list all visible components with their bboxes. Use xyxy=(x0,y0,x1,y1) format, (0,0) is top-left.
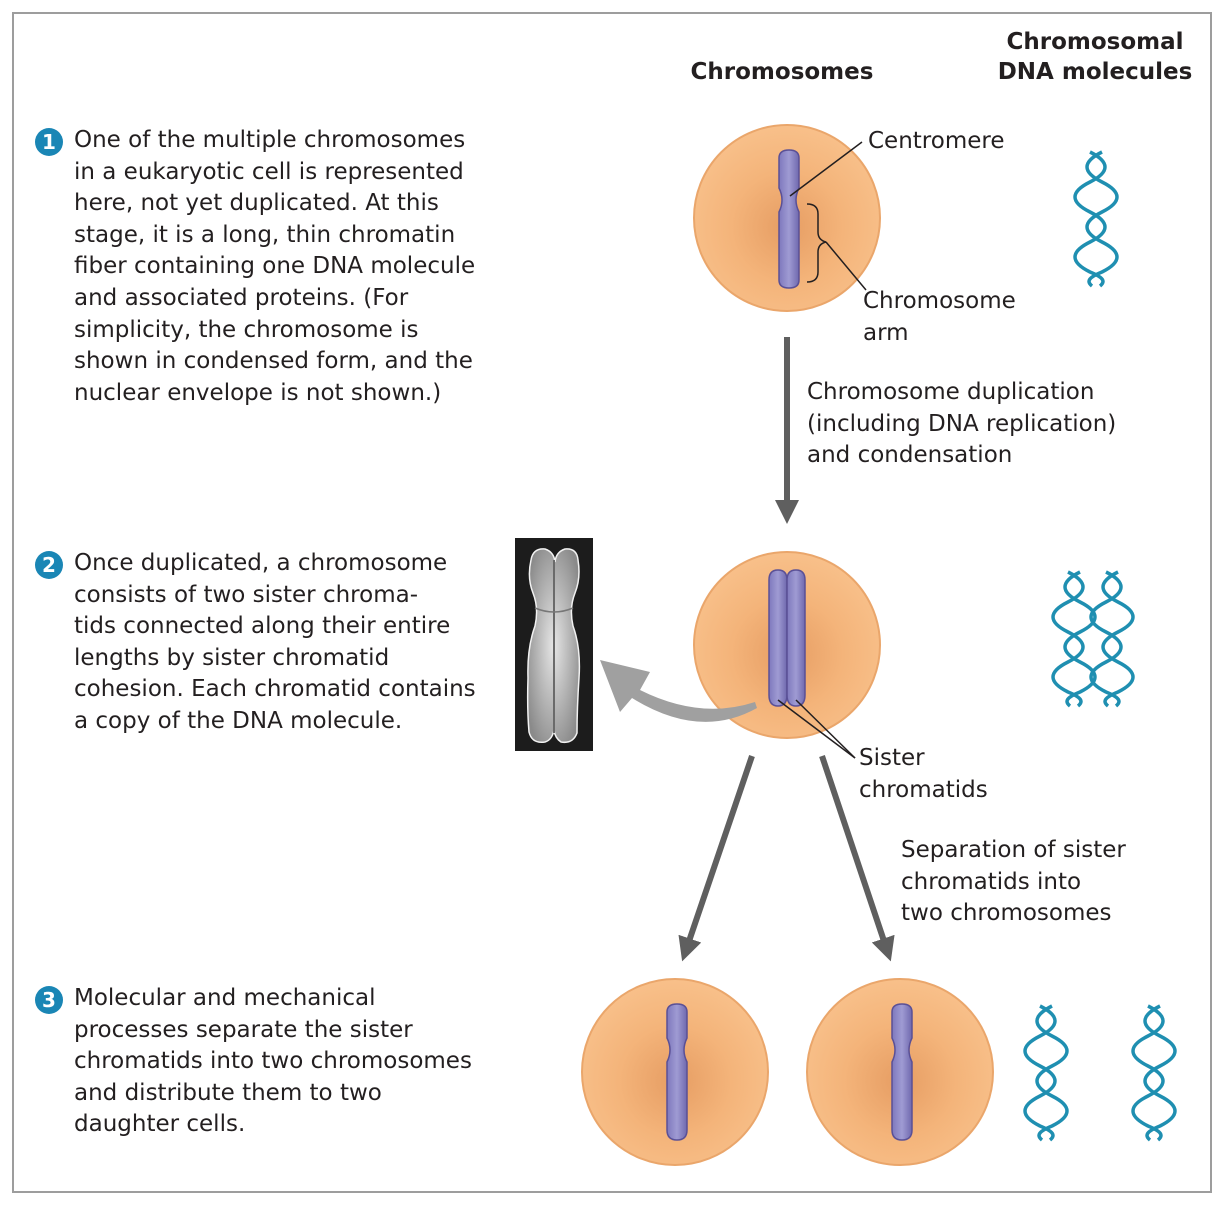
step-2-badge: 2 xyxy=(35,551,63,579)
dna-daughter-left xyxy=(1023,1004,1069,1142)
sister-pointer-left xyxy=(777,699,856,759)
step-3-badge: 3 xyxy=(35,986,63,1014)
daughter-cell-left xyxy=(581,978,769,1166)
step-1-badge: 1 xyxy=(35,128,63,156)
step-3: 3 Molecular and mechanical processes sep… xyxy=(30,983,510,1141)
dna-double xyxy=(1051,570,1135,708)
header-chromosomes: Chromosomes xyxy=(690,59,874,85)
step-2: 2 Once duplicated, a chromosome consists… xyxy=(30,548,510,738)
chromosome-unduplicated xyxy=(778,149,800,289)
sister-pointer-right xyxy=(795,699,856,759)
dna-single xyxy=(1073,150,1119,288)
cell-1 xyxy=(693,124,881,312)
micrograph-arrow xyxy=(600,660,757,722)
step-1: 1 One of the multiple chromosomes in a e… xyxy=(30,125,510,409)
daughter-chromosome-right xyxy=(891,1003,913,1141)
label-centromere: Centromere xyxy=(868,128,1005,154)
separation-arrow-right xyxy=(819,755,895,962)
header-dna-molecules: Chromosomal DNA molecules xyxy=(997,29,1193,85)
step-3-text: Molecular and mechanical processes separ… xyxy=(74,985,472,1138)
cell-2 xyxy=(693,551,881,739)
dna-daughter-right xyxy=(1131,1004,1177,1142)
step-1-text: One of the multiple chromosomes in a euk… xyxy=(74,127,476,406)
label-duplication: Chromosome duplication (including DNA re… xyxy=(807,379,1117,469)
figure-frame xyxy=(12,12,1212,1193)
chromosome-micrograph xyxy=(515,538,593,751)
sister-chromatid-right xyxy=(786,569,806,707)
label-chromosome-arm: Chromosome arm xyxy=(863,288,1016,346)
daughter-chromosome-left xyxy=(666,1003,688,1141)
chromosome-arm-pointer xyxy=(825,241,867,291)
daughter-cell-right xyxy=(806,978,994,1166)
step-2-text: Once duplicated, a chromosome consists o… xyxy=(74,550,476,734)
label-separation: Separation of sister chromatids into two… xyxy=(901,837,1126,927)
separation-arrow-left xyxy=(678,755,755,962)
centromere-pointer xyxy=(789,141,863,197)
sister-chromatid-left xyxy=(768,569,788,707)
label-sister-chromatids: Sister chromatids xyxy=(859,745,988,803)
